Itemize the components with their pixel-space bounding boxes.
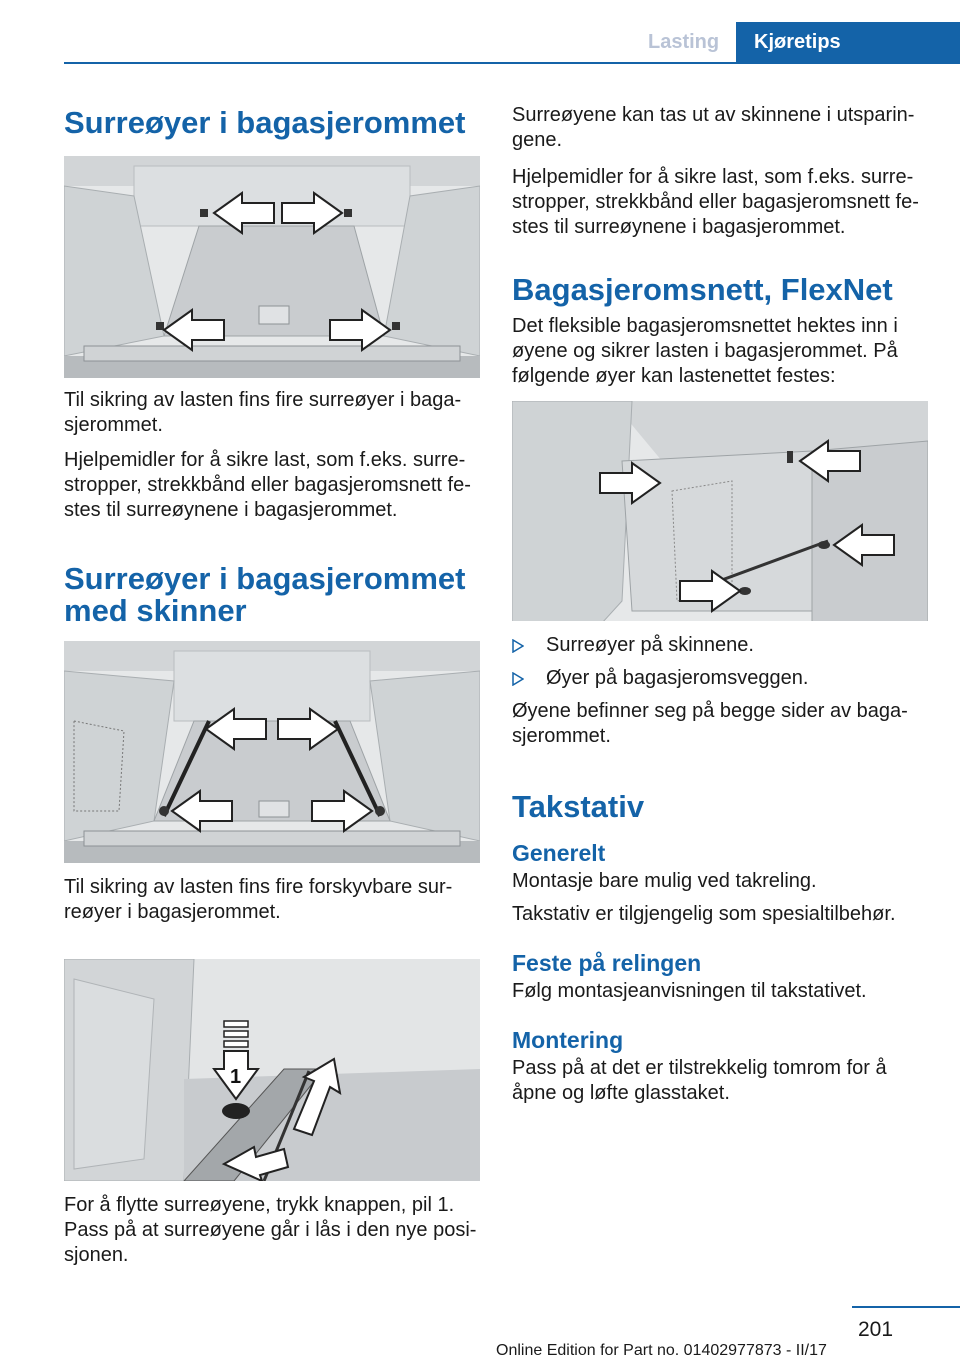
paragraph-accessory: Takstativ er tilgjengelig som spesialtil… xyxy=(512,903,896,925)
bullet-text: Øyer på bagasjeromsveggen. xyxy=(546,667,809,689)
heading-takstativ: Takstativ xyxy=(512,789,645,824)
header-rule xyxy=(64,62,960,64)
arrow-icon xyxy=(170,789,233,833)
list-item: Surreøyer på skinnene. xyxy=(512,633,928,658)
heading-feste: Feste på relingen xyxy=(512,950,702,976)
arrow-icon xyxy=(277,707,340,751)
rail-illustration: 1 xyxy=(64,959,480,1181)
right-column: Surreøyene kan tas ut av skinnene i utsp… xyxy=(512,100,928,1106)
cargo-illustration-1 xyxy=(64,156,480,378)
paragraph-tie-down-count: Til sikring av lasten fins fire surreøye… xyxy=(64,389,462,436)
arrow-icon xyxy=(599,461,662,505)
arrow-icon xyxy=(281,191,344,235)
arrow-icon xyxy=(679,569,742,613)
heading-flexnet: Bagasjeromsnett, FlexNet xyxy=(512,272,893,307)
edition-text: Online Edition for Part no. 01402977873 … xyxy=(496,1342,827,1359)
footer-rule xyxy=(852,1306,960,1308)
paragraph-flexnet: Det fleksible bagasjeromsnettet hektes i… xyxy=(512,315,898,387)
paragraph-sliding-eyes: Til sikring av lasten fins fire forskyvb… xyxy=(64,876,453,923)
heading-generelt: Generelt xyxy=(512,840,606,866)
paragraph-both-sides: Øyene befinner seg på begge sider av bag… xyxy=(512,700,908,747)
page-number: 201 xyxy=(858,1318,894,1341)
tab-kjoretips[interactable]: Kjøretips xyxy=(736,22,960,62)
arrow-icon xyxy=(212,1050,260,1101)
list-item: Øyer på bagasjeromsveggen. xyxy=(512,666,928,691)
cargo-illustration-2 xyxy=(64,641,480,863)
arrow-icon xyxy=(329,308,392,352)
arrow-icon xyxy=(204,707,267,751)
paragraph-glass-roof: Pass på at det er tilstrekkelig tomrom f… xyxy=(512,1057,887,1104)
arrow-icon xyxy=(832,523,895,567)
flexnet-illustration xyxy=(512,401,928,621)
bullet-text: Surreøyer på skinnene. xyxy=(546,634,754,656)
paragraph-roof-rails-only: Montasje bare mulig ved takreling. xyxy=(512,870,817,892)
arrow-icon xyxy=(798,439,861,483)
triangle-right-icon xyxy=(512,639,524,653)
paragraph-aids: Hjelpemidler for å sikre last, som f.eks… xyxy=(512,166,919,238)
paragraph-tie-down-aids: Hjelpemidler for å sikre last, som f.eks… xyxy=(64,449,471,521)
figure-flexnet xyxy=(512,401,928,621)
figure-cargo-rails xyxy=(64,641,480,863)
figure-rail-button: 1 xyxy=(64,959,480,1181)
bullet-list: Surreøyer på skinnene. Øyer på bagasjero… xyxy=(512,633,928,691)
arrow-number-label: 1 xyxy=(230,1066,241,1088)
heading-surreoyer: Surreøyer i bagasjerommet xyxy=(64,105,466,140)
heading-surreoyer-skinner: Surreøyer i bagasjerommet med skinner xyxy=(64,561,466,628)
tab-lasting[interactable]: Lasting xyxy=(648,31,720,53)
paragraph-move-eyes: For å flytte surreøyene, trykk knappen, … xyxy=(64,1194,477,1266)
heading-montering: Montering xyxy=(512,1027,624,1053)
arrow-icon xyxy=(162,308,225,352)
paragraph-follow-instructions: Følg montasjeanvisningen til takstativet… xyxy=(512,980,867,1002)
triangle-right-icon xyxy=(512,672,524,686)
figure-cargo-tie-downs xyxy=(64,156,480,378)
arrow-icon xyxy=(212,191,275,235)
arrow-icon xyxy=(221,1145,290,1181)
section-tabs: Lasting Kjøretips xyxy=(648,22,960,62)
arrow-icon xyxy=(311,789,374,833)
arrow-icon xyxy=(292,1057,342,1137)
left-column: Surreøyer i bagasjerommet Til sikring av… xyxy=(64,100,480,1268)
paragraph-removable: Surreøyene kan tas ut av skinnene i utsp… xyxy=(512,104,915,151)
